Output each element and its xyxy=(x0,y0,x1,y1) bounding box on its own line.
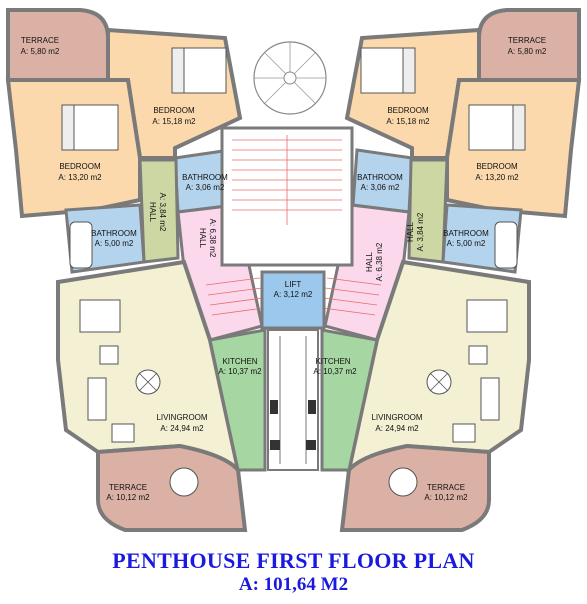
right-bathtub xyxy=(494,221,518,269)
right-livingroom-area: A: 24,94 m2 xyxy=(375,424,419,433)
left-hall-a-name: HALL xyxy=(148,202,157,223)
lift-shaft xyxy=(260,270,326,330)
right-kitchen-name: KITCHEN xyxy=(315,357,350,366)
right-livingroom-name: LIVINGROOM xyxy=(371,413,422,422)
right-terrace-bottom-area: A: 10,12 m2 xyxy=(424,493,468,502)
lift-area: A: 3,12 m2 xyxy=(274,290,313,299)
right-bathroom-a-area: A: 3,06 m2 xyxy=(361,183,400,192)
stair-treads xyxy=(232,135,342,225)
left-hall-b-area: A: 6,38 m2 xyxy=(208,219,217,258)
right-apartment xyxy=(320,8,582,532)
left-sofa xyxy=(87,377,107,421)
left-kitchen-name: KITCHEN xyxy=(222,357,257,366)
right-kitchen xyxy=(320,328,379,472)
room-labels: TERRACE A: 5,80 m2 BEDROOM A: 15,18 m2 B… xyxy=(21,36,547,502)
right-bathroom-a-name: BATHROOM xyxy=(357,173,403,182)
left-hall-a-area: A: 3,84 m2 xyxy=(158,193,167,232)
right-hall-b-area: A: 6,38 m2 xyxy=(375,242,384,281)
plan-total-area: A: 101,64 M2 xyxy=(238,574,349,595)
right-terrace-top xyxy=(477,8,581,82)
right-sofa xyxy=(480,377,500,421)
left-bathroom-a-name: BATHROOM xyxy=(182,173,228,182)
left-bathtub xyxy=(69,221,93,269)
right-hall-a xyxy=(407,158,449,264)
left-bathroom-b-name: BATHROOM xyxy=(91,229,137,238)
right-dining-table xyxy=(466,299,508,333)
central-core xyxy=(205,41,382,471)
right-terrace-top-area: A: 5,80 m2 xyxy=(508,47,547,56)
lift-name: LIFT xyxy=(285,280,302,289)
left-bedroom-small-area: A: 13,20 m2 xyxy=(58,173,102,182)
left-bathroom-b-area: A: 5,00 m2 xyxy=(95,239,134,248)
right-hall-b-name: HALL xyxy=(365,251,374,272)
left-hall-b-name: HALL xyxy=(198,228,207,249)
left-livingroom-area: A: 24,94 m2 xyxy=(160,424,204,433)
left-terrace-bottom-area: A: 10,12 m2 xyxy=(106,493,150,502)
right-bedroom-small-area: A: 13,20 m2 xyxy=(475,173,519,182)
left-terrace-top-area: A: 5,80 m2 xyxy=(21,47,60,56)
left-livingroom-name: LIVINGROOM xyxy=(156,413,207,422)
left-bedroom-big-name: BEDROOM xyxy=(153,106,195,115)
left-dining-table xyxy=(79,299,121,333)
left-terrace-table xyxy=(169,467,199,497)
left-kitchen-area: A: 10,37 m2 xyxy=(218,367,262,376)
right-terrace-bottom-name: TERRACE xyxy=(427,483,465,492)
left-terrace-bottom-name: TERRACE xyxy=(109,483,147,492)
plan-title: PENTHOUSE FIRST FLOOR PLAN xyxy=(112,548,475,573)
left-apartment xyxy=(5,8,267,532)
left-terrace-top xyxy=(6,8,110,82)
left-terrace-top-name: TERRACE xyxy=(21,36,59,45)
right-hall-a-name: HALL xyxy=(406,221,415,242)
right-terrace-top-name: TERRACE xyxy=(508,36,546,45)
left-bathroom-a-area: A: 3,06 m2 xyxy=(186,183,225,192)
left-bedroom-small-name: BEDROOM xyxy=(59,162,101,171)
right-bedroom-big-name: BEDROOM xyxy=(387,106,429,115)
right-bedroom-big-area: A: 15,18 m2 xyxy=(386,117,430,126)
right-bathroom-b-name: BATHROOM xyxy=(443,229,489,238)
right-bathroom-b-area: A: 5,00 m2 xyxy=(447,239,486,248)
floor-plan: TERRACE A: 5,80 m2 BEDROOM A: 15,18 m2 B… xyxy=(5,8,582,532)
right-terrace-table xyxy=(388,467,418,497)
right-bedroom-small-name: BEDROOM xyxy=(476,162,518,171)
right-kitchen-area: A: 10,37 m2 xyxy=(313,367,357,376)
left-kitchen xyxy=(208,328,267,472)
left-bedroom-big-area: A: 15,18 m2 xyxy=(152,117,196,126)
right-hall-a-area: A: 3,84 m2 xyxy=(416,212,425,251)
